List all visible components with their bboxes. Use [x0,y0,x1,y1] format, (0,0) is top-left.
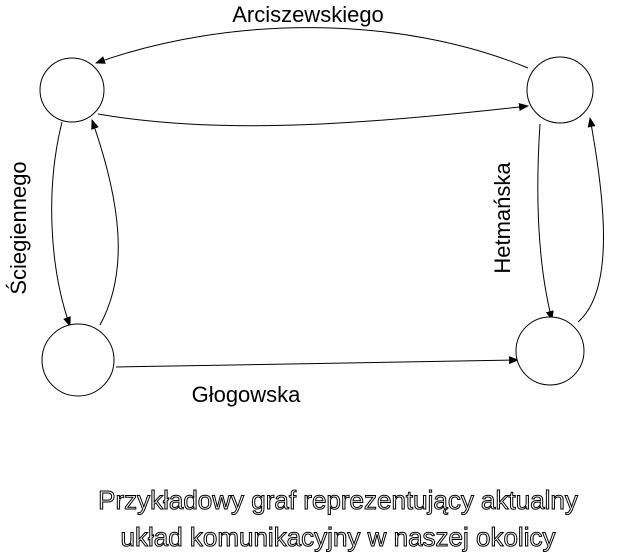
edge-bottom-left-to-top-left [91,119,119,326]
edge-bottom-left-to-bottom-right [115,356,519,368]
caption-line-2: układ komunikacyjny w naszej okolicy [121,522,556,552]
node-top-right [526,56,594,124]
label-sciegiennego: Ściegiennego [6,161,31,294]
edge-top-right-to-bottom-right [537,123,554,321]
label-glogowska: Głogowska [192,382,302,407]
edge-bottom-right-to-top-right [577,117,604,323]
label-arciszewskiego: Arciszewskiego [232,2,384,27]
node-bottom-left [41,323,115,397]
caption-line-1: Przykładowy graf reprezentujący aktualny [98,485,578,515]
edge-top-right-to-top-left [95,27,529,69]
node-bottom-right [515,316,585,386]
edge-top-left-to-bottom-left [51,121,71,327]
label-hetmanska: Hetmańska [490,162,515,274]
node-top-left [39,57,105,123]
edge-top-left-to-top-right [97,103,529,127]
